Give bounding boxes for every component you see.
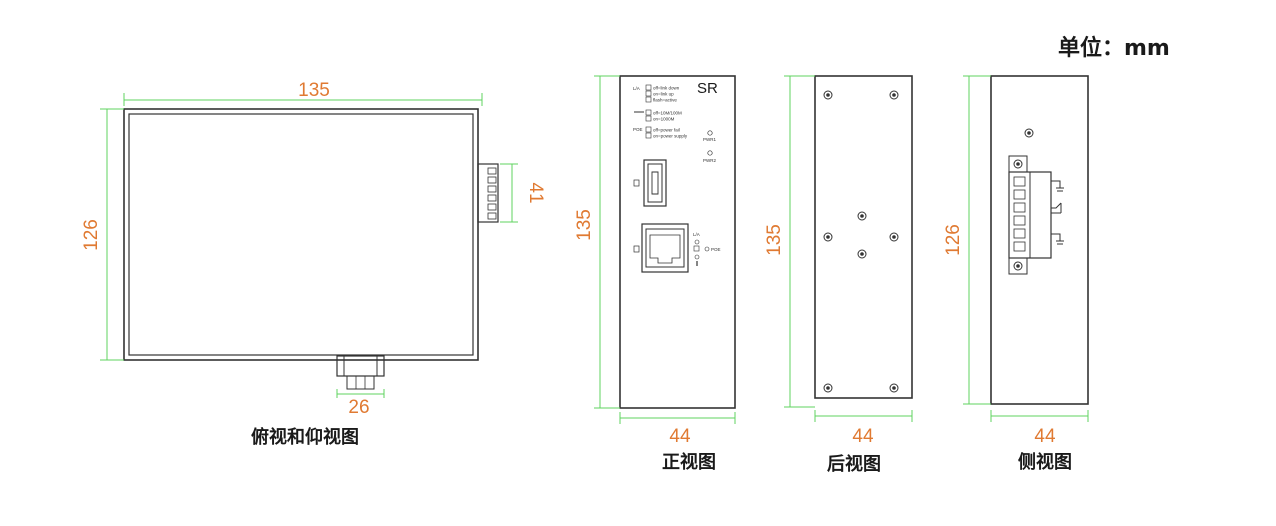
screw-icon (1013, 159, 1023, 169)
front-view-caption: 正视图 (662, 451, 716, 473)
rj45-led-icon (633, 245, 640, 253)
port-la-label: L/A (693, 232, 700, 237)
screw-icon (823, 383, 833, 393)
link-up-label: on=link up (653, 92, 674, 97)
side-view-height-dimension: 126 (943, 75, 991, 405)
brand-label: SR (697, 80, 718, 97)
port-poe-label: POE (711, 247, 721, 252)
top-view-inner-outline (128, 113, 474, 356)
pwr2-label: PWR2 (703, 158, 716, 163)
screw-icon (823, 232, 833, 242)
rj45-port: L/A POE (633, 223, 721, 273)
flash-label: flash=active (653, 98, 677, 103)
screw-icon (857, 211, 867, 221)
top-view-outer-outline (123, 108, 479, 361)
port-led-icon (694, 254, 700, 260)
led-indicator-icon (645, 109, 652, 116)
screw-icon (889, 90, 899, 100)
power-supply-label: on=power supply (653, 134, 688, 139)
rear-view-width-dimension: 44 (814, 410, 913, 447)
rear-view-width-label: 44 (852, 426, 874, 447)
sfp-led-icon (633, 179, 640, 187)
bottom-port-width-dimension: 26 (336, 389, 385, 418)
relay-symbol-icon (1051, 202, 1062, 214)
pwr1-label: PWR1 (703, 137, 716, 142)
rear-view: 135 44 后视图 (764, 75, 913, 475)
screw-icon (823, 90, 833, 100)
ground-symbol-icon (1051, 180, 1064, 192)
side-view-caption: 侧视图 (1018, 451, 1072, 473)
side-view-width-dimension: 44 (990, 410, 1089, 447)
screw-icon (1013, 261, 1023, 271)
ground-symbol-icon (1051, 233, 1064, 245)
top-view-height-dimension: 126 (81, 108, 124, 361)
power-leds: PWR1 PWR2 (703, 130, 716, 163)
bottom-port-width-label: 26 (348, 397, 369, 418)
poe-label: POE (633, 127, 643, 132)
port-led-icon (693, 245, 700, 252)
rear-screws (823, 90, 899, 393)
rear-view-outline (814, 75, 913, 399)
top-bottom-view: 135 126 41 26 俯视和仰视图 (81, 80, 546, 448)
screw-icon (1024, 128, 1034, 138)
sfp-slot (633, 159, 667, 207)
rear-view-caption: 后视图 (827, 453, 881, 475)
front-view-height-dimension: 135 (574, 75, 620, 409)
screw-icon (857, 249, 867, 259)
led-indicator-icon (645, 115, 652, 122)
speed-100-label: off=10M/100M (653, 111, 682, 116)
screw-icon (889, 232, 899, 242)
led-indicator-icon (645, 96, 652, 103)
link-down-label: off=link down (653, 86, 680, 91)
front-view: SR L/A off=link down on=link up flash=ac… (574, 75, 736, 473)
terminal-block (1008, 155, 1064, 275)
side-view-outline (990, 75, 1089, 405)
front-view-width-label: 44 (669, 426, 691, 447)
power-fail-label: off=power fail (653, 128, 680, 133)
top-view-height-label: 126 (81, 219, 102, 251)
pwr1-led-icon (707, 130, 713, 136)
led-indicator-icon (645, 84, 652, 91)
top-view-width-label: 135 (298, 80, 330, 101)
speed-1000-label: on=1000M (653, 117, 675, 122)
poe-led-icon (704, 246, 710, 252)
rear-view-height-label: 135 (764, 224, 785, 256)
led-legend: L/A off=link down on=link up flash=activ… (633, 84, 688, 139)
side-view: 126 44 侧视图 (943, 75, 1089, 473)
side-view-height-label: 126 (943, 224, 964, 256)
led-indicator-icon (645, 132, 652, 139)
front-view-width-dimension: 44 (619, 412, 736, 447)
pwr2-led-icon (707, 150, 713, 156)
top-view-terminal-connector (477, 163, 499, 223)
top-view-bottom-port (336, 355, 385, 390)
screw-icon (889, 383, 899, 393)
rear-view-height-dimension: 135 (764, 75, 815, 408)
front-view-height-label: 135 (574, 209, 595, 241)
port-led-icon (694, 239, 700, 245)
led-indicator-icon (645, 90, 652, 97)
top-view-caption: 俯视和仰视图 (251, 426, 359, 448)
unit-label: 单位：mm (1058, 35, 1170, 61)
led-indicator-icon (645, 126, 652, 133)
la-label: L/A (633, 86, 640, 91)
front-view-outline (619, 75, 736, 409)
top-view-width-dimension: 135 (123, 80, 483, 106)
side-view-width-label: 44 (1034, 426, 1056, 447)
connector-height-label: 41 (525, 182, 546, 203)
connector-height-dimension: 41 (500, 163, 546, 223)
